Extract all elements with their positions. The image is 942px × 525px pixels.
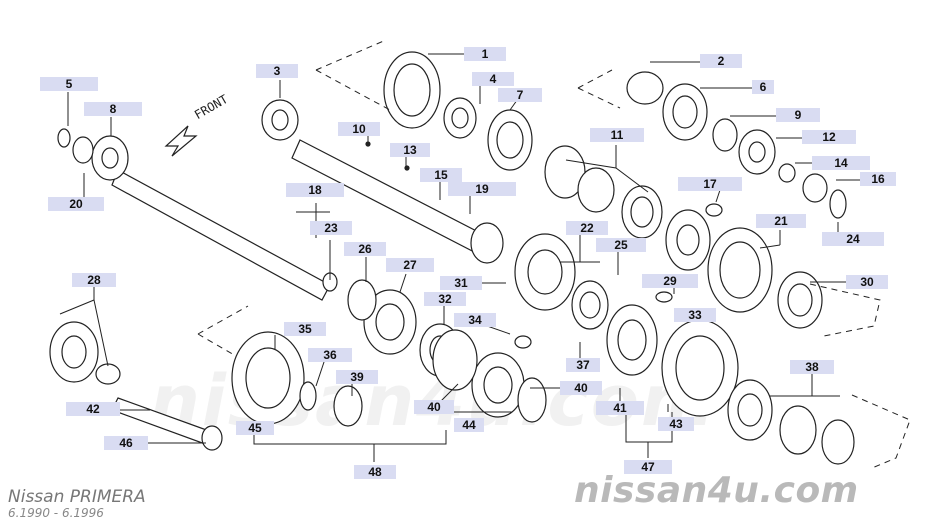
bearings-and-rings (57, 71, 855, 465)
callout-48: 48 (354, 465, 396, 479)
callout-34: 34 (454, 313, 496, 327)
callout-42: 42 (66, 402, 120, 416)
callout-29: 29 (642, 274, 698, 288)
mainshaft (291, 139, 491, 256)
assembly-outlines (197, 39, 911, 469)
callout-32: 32 (424, 292, 466, 306)
callout-39: 39 (336, 370, 378, 384)
callout-17: 17 (678, 177, 742, 191)
callout-47: 47 (624, 460, 672, 474)
callout-1: 1 (464, 47, 506, 61)
callout-27: 27 (386, 258, 434, 272)
callout-18: 18 (286, 183, 344, 197)
callout-19: 19 (448, 182, 516, 196)
callout-5: 5 (40, 77, 98, 91)
callout-7: 7 (498, 88, 542, 102)
gear-set (49, 51, 823, 441)
site-watermark: nissan4u.com (574, 470, 859, 511)
callout-33: 33 (674, 308, 716, 322)
callout-4: 4 (472, 72, 514, 86)
callout-22: 22 (566, 221, 608, 235)
callout-35: 35 (284, 322, 326, 336)
callout-21: 21 (756, 214, 806, 228)
callout-12: 12 (802, 130, 856, 144)
callout-40-left: 40 (414, 400, 454, 414)
callout-11: 11 (590, 128, 644, 142)
callout-13: 13 (390, 143, 430, 157)
callout-31: 31 (440, 276, 482, 290)
callout-23: 23 (310, 221, 352, 235)
callout-24: 24 (822, 232, 884, 246)
callout-10: 10 (338, 122, 380, 136)
callout-45: 45 (236, 421, 274, 435)
callout-36: 36 (308, 348, 352, 362)
callout-30: 30 (846, 275, 888, 289)
callout-6: 6 (752, 80, 774, 94)
callout-14: 14 (812, 156, 870, 170)
callout-3: 3 (256, 64, 298, 78)
callout-37: 37 (566, 358, 600, 372)
callout-2: 2 (700, 54, 742, 68)
callout-15: 15 (420, 168, 462, 182)
production-date-range: 6.1990 - 6.1996 (8, 506, 104, 520)
callout-8: 8 (84, 102, 142, 116)
callout-28: 28 (72, 273, 116, 287)
callout-16: 16 (860, 172, 896, 186)
callout-41: 41 (596, 401, 644, 415)
callout-38: 38 (790, 360, 834, 374)
front-arrow (164, 125, 198, 157)
callout-20: 20 (48, 197, 104, 211)
callout-40-right: 40 (560, 381, 602, 395)
callout-46: 46 (104, 436, 148, 450)
model-name: Nissan PRIMERA (8, 487, 146, 507)
callout-43: 43 (658, 417, 694, 431)
callout-25: 25 (596, 238, 646, 252)
callout-26: 26 (344, 242, 386, 256)
callout-9: 9 (776, 108, 820, 122)
callout-44: 44 (454, 418, 484, 432)
